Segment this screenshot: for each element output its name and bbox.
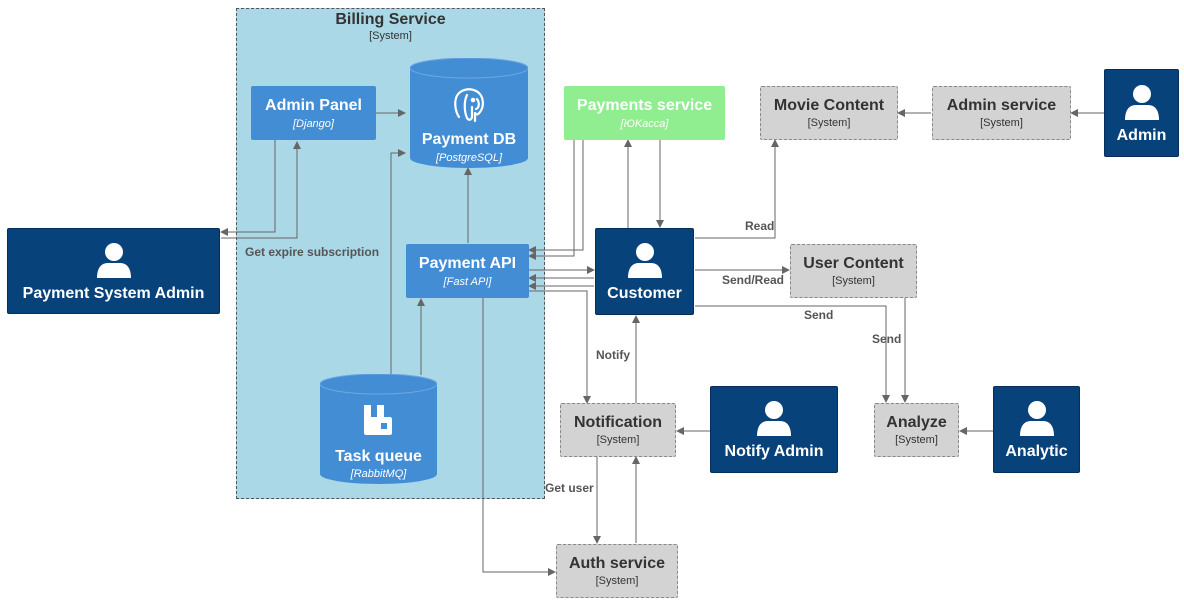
payment-api-tech: [Fast API]: [443, 275, 492, 288]
edge-psadmin-adminpanel: [221, 141, 301, 239]
payment-db-title: Payment DB: [421, 131, 517, 148]
analyze-sub: [System]: [895, 434, 938, 446]
admin-person-node[interactable]: Admin: [1104, 69, 1179, 157]
edge-label-send-1: Send: [804, 308, 834, 322]
boundary-subtitle: [System]: [369, 30, 412, 42]
movie-content-sub: [System]: [807, 117, 851, 129]
edge-label-get-user: Get user: [545, 481, 594, 495]
auth-service-title: Auth service: [568, 555, 666, 572]
task-queue-title: Task queue: [335, 448, 422, 465]
task-queue-tech: [RabbitMQ]: [350, 468, 407, 480]
admin-service-sub: [System]: [980, 117, 1023, 129]
admin-service-title: Admin service: [946, 97, 1057, 114]
auth-service-node[interactable]: Auth service [System]: [556, 544, 678, 598]
notify-admin-title: Notify Admin: [724, 443, 824, 460]
payments-service-node[interactable]: Payments service [ЮKacca]: [564, 86, 725, 140]
payments-service-tech: [ЮKacca]: [620, 117, 669, 130]
analytic-node[interactable]: Analytic: [993, 386, 1080, 473]
rabbitmq-icon: [364, 405, 392, 435]
edge-payments-paymentapi-2: [528, 140, 584, 254]
notification-title: Notification: [574, 414, 662, 431]
user-content-title: User Content: [803, 255, 904, 272]
payment-system-admin-node[interactable]: Payment System Admin: [7, 228, 220, 314]
payment-api-node[interactable]: Payment API [Fast API]: [406, 244, 529, 298]
task-queue-node[interactable]: Task queue [RabbitMQ]: [320, 374, 437, 484]
movie-content-title: Movie Content: [773, 97, 885, 114]
edge-paymentapi-auth: [482, 298, 556, 576]
admin-service-node[interactable]: Admin service [System]: [932, 86, 1071, 140]
edge-adminpanel-psadmin: [220, 140, 276, 236]
admin-title: Admin: [1116, 126, 1167, 144]
edge-label-get-expire: Get expire subscription: [245, 245, 380, 259]
movie-content-node[interactable]: Movie Content [System]: [760, 86, 898, 140]
postgresql-elephant-icon: [454, 88, 484, 123]
payment-api-title: Payment API: [418, 254, 517, 272]
person-icon: [1124, 84, 1159, 120]
payment-system-admin-title: Payment System Admin: [22, 284, 205, 302]
admin-panel-tech: [Django]: [293, 117, 334, 130]
customer-title: Customer: [607, 285, 682, 302]
customer-node[interactable]: Customer: [595, 228, 694, 315]
notification-node[interactable]: Notification [System]: [560, 403, 676, 457]
analytic-title: Analytic: [1005, 443, 1068, 460]
edge-paymentapi-notification: [529, 290, 591, 404]
analyze-node[interactable]: Analyze [System]: [874, 403, 959, 457]
payments-service-title: Payments service: [576, 96, 713, 114]
admin-panel-title: Admin Panel: [265, 96, 362, 114]
notify-admin-node[interactable]: Notify Admin: [710, 386, 838, 473]
user-content-node[interactable]: User Content [System]: [790, 244, 917, 298]
boundary-title: Billing Service: [335, 11, 446, 28]
person-icon: [1019, 401, 1054, 436]
auth-service-sub: [System]: [595, 575, 639, 587]
payment-db-tech: [PostgreSQL]: [435, 152, 503, 164]
edge-label-send-read: Send/Read: [722, 273, 785, 287]
person-icon: [96, 242, 131, 278]
edge-taskqueue-paymentdb: [390, 149, 406, 375]
person-icon: [627, 243, 662, 278]
edge-label-send-2: Send: [872, 332, 902, 346]
edge-payments-paymentapi-1: [528, 140, 575, 260]
payment-db-node[interactable]: Payment DB [PostgreSQL]: [410, 58, 528, 168]
notification-sub: [System]: [596, 434, 640, 446]
person-icon: [757, 401, 791, 436]
admin-panel-node[interactable]: Admin Panel [Django]: [251, 86, 376, 140]
edge-customer-analyze: [695, 305, 890, 403]
edge-customer-movie: [695, 139, 779, 239]
edge-label-read: Read: [745, 219, 775, 233]
analyze-title: Analyze: [886, 414, 947, 431]
edge-label-notify: Notify: [596, 348, 630, 362]
user-content-sub: [System]: [832, 275, 875, 287]
